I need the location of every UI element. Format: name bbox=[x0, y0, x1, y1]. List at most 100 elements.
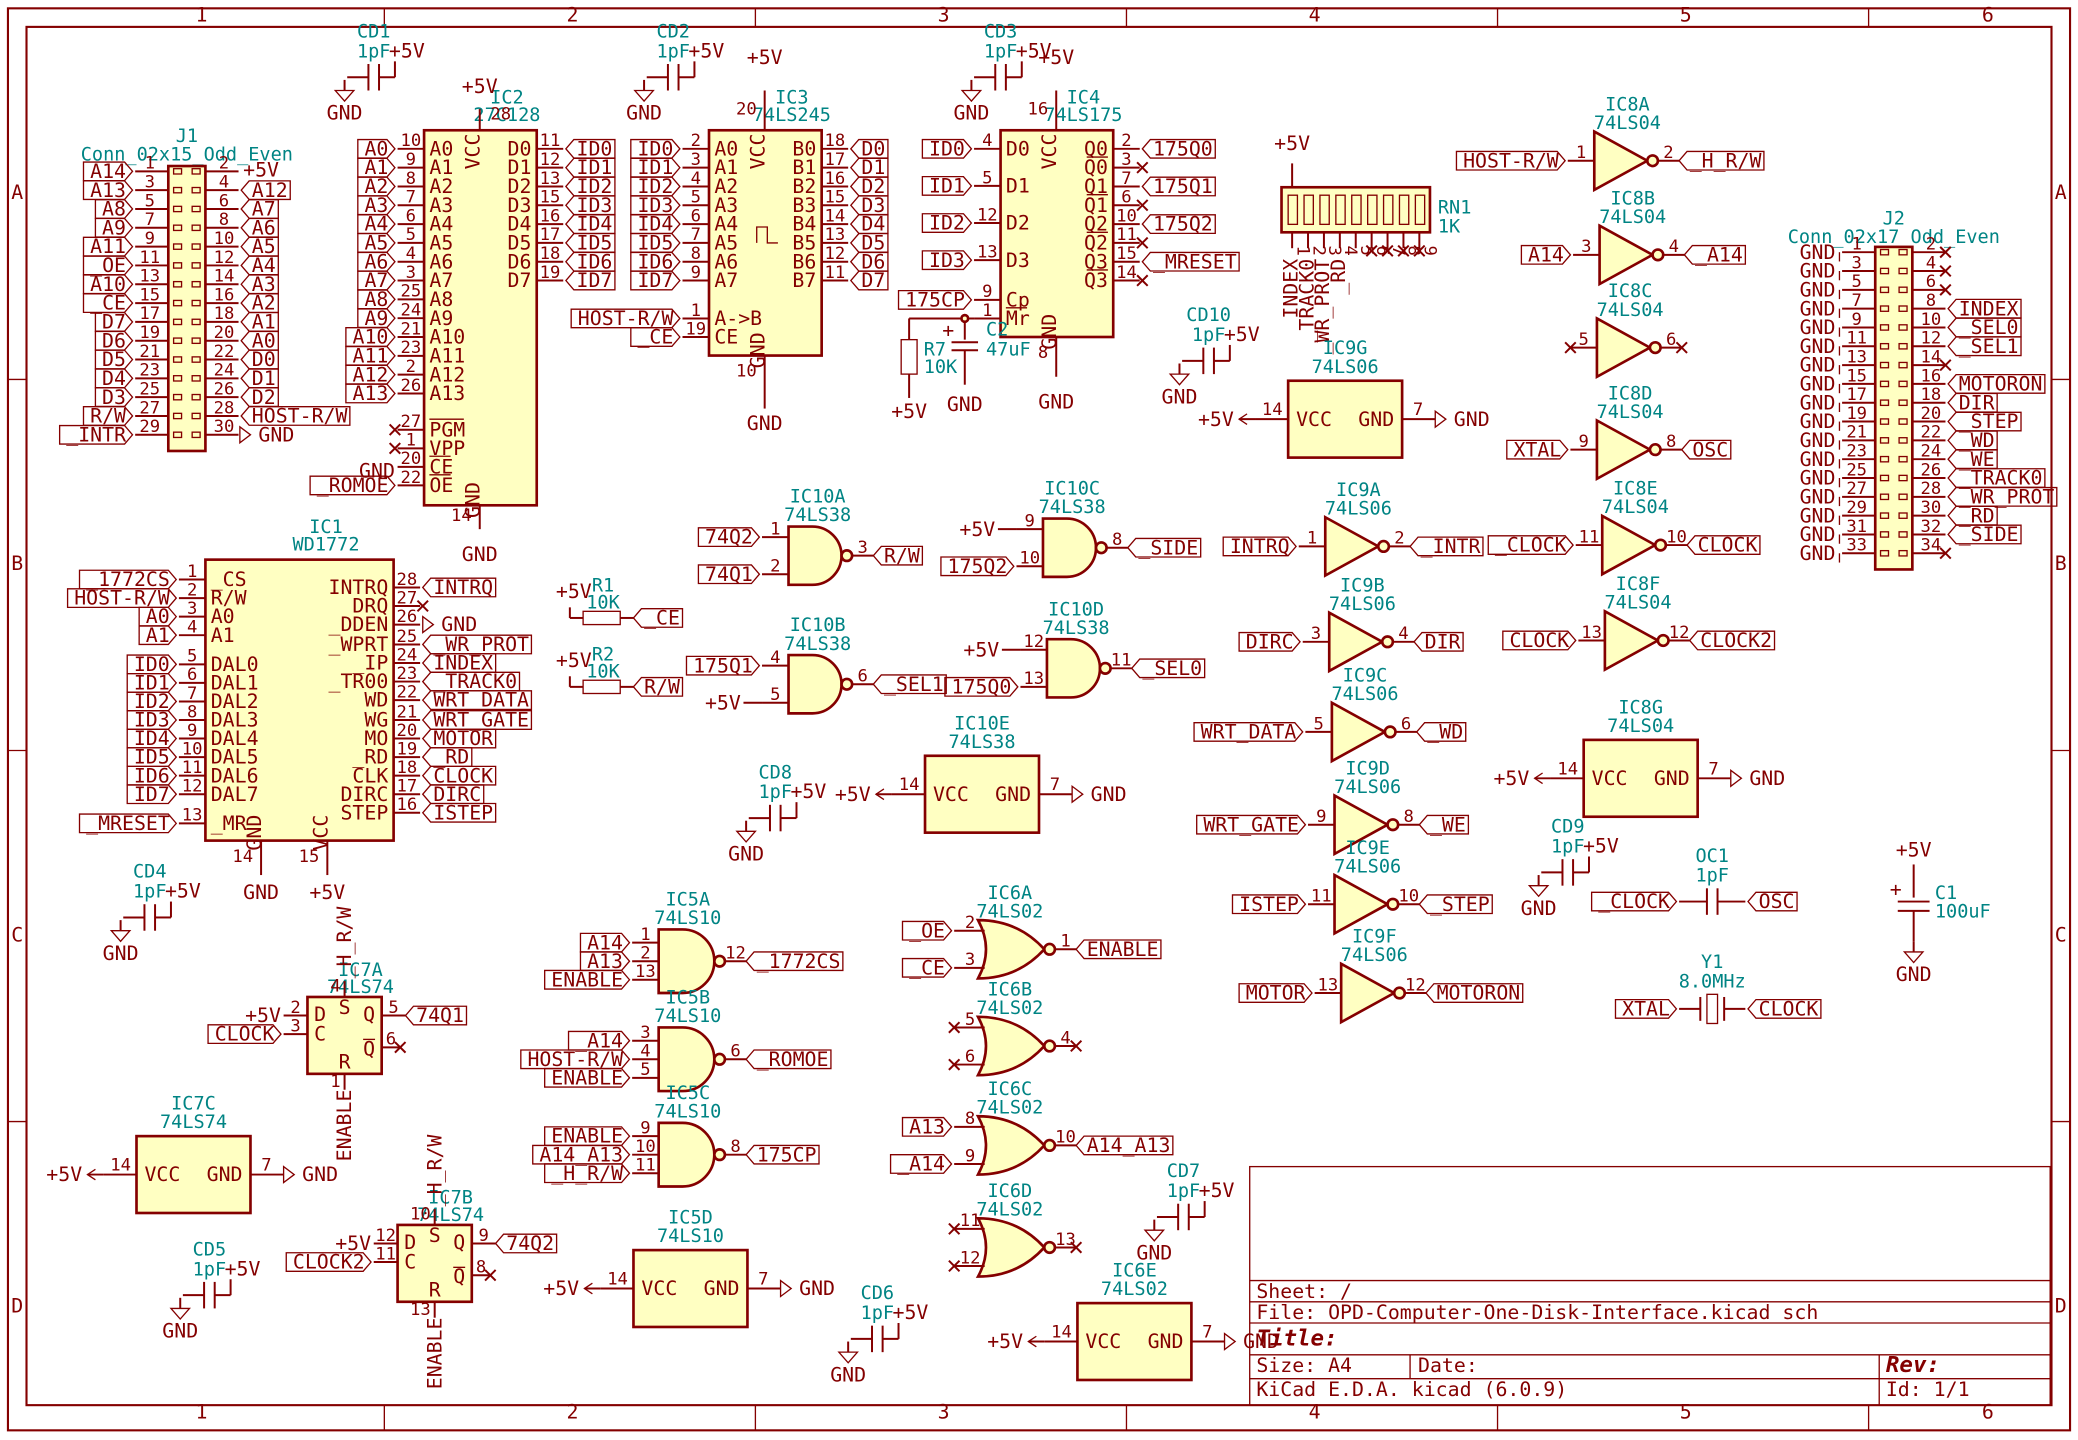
oc1-value: 1pF bbox=[1695, 866, 1729, 887]
ic5a-in-label: ENABLE bbox=[551, 968, 623, 991]
ic2-a-net-label: A8 bbox=[364, 288, 388, 311]
cd5-value: 1pF bbox=[193, 1259, 227, 1280]
cd10-vcc: +5V bbox=[1224, 323, 1260, 346]
ic8a-out-num: 2 bbox=[1663, 143, 1673, 163]
cd2-vcc: +5V bbox=[688, 39, 724, 62]
ic2-d-pin-number: 16 bbox=[540, 206, 561, 226]
ic6b-ref: IC6B bbox=[988, 980, 1033, 1001]
tb-sheet: Sheet: / bbox=[1256, 1280, 1352, 1303]
ic1-l-net-label: A0 bbox=[146, 605, 170, 628]
r1-vcc: +5V bbox=[556, 580, 592, 603]
net-label bbox=[1947, 373, 2046, 394]
ic4-body bbox=[999, 128, 1115, 339]
net-label bbox=[309, 475, 396, 496]
j2-gnd-label: GND bbox=[1800, 316, 1836, 339]
ic4-q-pin-name: Q1 bbox=[1084, 175, 1108, 198]
ic5c-in-num: 10 bbox=[635, 1137, 656, 1157]
ic3-a-pin-number: 4 bbox=[691, 169, 701, 189]
ic7a-s-name: S bbox=[339, 996, 351, 1019]
gnd-label: GND bbox=[1896, 963, 1932, 986]
ic10d-in-num: 12 bbox=[1023, 632, 1044, 652]
j2-pad bbox=[1898, 399, 1908, 407]
j2-pad bbox=[1879, 361, 1890, 369]
ic9a-out-label: _INTR bbox=[1421, 535, 1481, 558]
rn1-value: 1K bbox=[1438, 216, 1461, 237]
net-label bbox=[126, 710, 178, 730]
ic6c-in-num: 8 bbox=[965, 1109, 975, 1129]
ic1-l-net-label: HOST-R/W bbox=[74, 587, 170, 610]
ic1-r-pin-name: _RD bbox=[352, 746, 388, 769]
ic8e-out-num: 10 bbox=[1666, 527, 1687, 547]
gnd-label: GND bbox=[830, 1363, 866, 1386]
j2-pad bbox=[1879, 324, 1890, 331]
gnd-label: GND bbox=[162, 1320, 198, 1343]
rn1-pin-number: 3 bbox=[1324, 246, 1344, 256]
j2-gnd-label: GND bbox=[1800, 429, 1836, 452]
ic7a-qn-name: Q bbox=[363, 1037, 375, 1060]
ic6c-in-label: A13 bbox=[909, 1115, 945, 1138]
c2-ref: C2 bbox=[986, 320, 1008, 341]
j1-left-label: A13 bbox=[90, 179, 126, 202]
ic9d-value: 74LS06 bbox=[1334, 777, 1401, 798]
ic9b-bubble bbox=[1380, 635, 1395, 649]
net-label bbox=[94, 199, 134, 219]
rn1-element bbox=[1335, 194, 1346, 226]
ic9d-out-label: _WE bbox=[1430, 813, 1466, 836]
ic8c-in-num: 5 bbox=[1578, 330, 1588, 350]
ic8a-bubble bbox=[1645, 154, 1660, 168]
net-label bbox=[565, 176, 616, 197]
rn1-pin-number: 9 bbox=[1420, 246, 1440, 256]
ic4-cp-net-label: 175CP bbox=[905, 289, 965, 312]
net-label bbox=[1141, 176, 1216, 197]
j1-left-label: A11 bbox=[90, 235, 126, 258]
net-label bbox=[138, 606, 178, 627]
net-label bbox=[82, 180, 134, 201]
ic8a-value: 74LS04 bbox=[1594, 113, 1661, 134]
ic2-a-pin-number: 26 bbox=[400, 376, 421, 396]
j2-right-label: _WD bbox=[1959, 429, 1995, 452]
ic6a-out-label: ENABLE bbox=[1087, 938, 1159, 961]
gnd-symbol bbox=[1168, 373, 1191, 386]
ic4-value: 74LS175 bbox=[1044, 105, 1122, 126]
j1-pin-number: 23 bbox=[139, 361, 160, 381]
ic1-r-net-label: _RD bbox=[433, 746, 469, 769]
j1-pin-number: 21 bbox=[139, 342, 160, 362]
j1-pad bbox=[191, 393, 201, 401]
gnd-label: GND bbox=[327, 102, 363, 125]
ic5d-vcc-name: VCC bbox=[641, 1277, 677, 1300]
ic9a-value: 74LS06 bbox=[1325, 499, 1392, 520]
net-label bbox=[240, 293, 279, 314]
tb-date: Date: bbox=[1418, 1354, 1478, 1377]
y1-right-label: CLOCK bbox=[1759, 998, 1819, 1021]
ic4-d-net-label: ID1 bbox=[929, 175, 965, 198]
ic2-a-pin-number: 23 bbox=[400, 338, 421, 358]
j1-pad bbox=[172, 280, 183, 288]
r7-ref: R7 bbox=[924, 340, 946, 361]
ic10b-value: 74LS38 bbox=[784, 634, 851, 655]
net-label bbox=[1502, 630, 1577, 651]
ic1-l-pin-number: 4 bbox=[187, 618, 197, 638]
ic2-d-pin-number: 13 bbox=[540, 169, 561, 189]
ic2-a-net-label: A7 bbox=[364, 269, 388, 292]
ic8f-in-label: CLOCK bbox=[1509, 629, 1569, 652]
frame-col-label: 3 bbox=[938, 4, 950, 27]
j1-pad bbox=[172, 168, 183, 175]
ic8c-value: 74LS04 bbox=[1597, 300, 1664, 321]
j2-pin-number: 22 bbox=[1921, 423, 1942, 443]
ic8f-in-num: 13 bbox=[1581, 623, 1602, 643]
no-connect-mark bbox=[394, 1041, 407, 1054]
ic1-r-pin-name: _DDEN bbox=[329, 613, 389, 636]
j2-pad bbox=[1898, 549, 1908, 557]
j2-pad bbox=[1879, 512, 1890, 519]
ic4-d-pin-number: 12 bbox=[977, 205, 998, 225]
j1-left-label: A10 bbox=[90, 273, 126, 296]
ic5a-in-label: A14 bbox=[587, 931, 623, 954]
ic10b-bubble bbox=[840, 677, 854, 691]
ic9g-gnd-name: GND bbox=[1358, 408, 1394, 431]
j1-pad bbox=[191, 168, 201, 175]
cd6-value: 1pF bbox=[861, 1303, 895, 1324]
j1-pad bbox=[191, 224, 201, 232]
ic3-gnd-num: 10 bbox=[736, 362, 757, 382]
ic7b-d-name: D bbox=[404, 1231, 416, 1254]
ic5a-in-num: 1 bbox=[640, 925, 650, 945]
